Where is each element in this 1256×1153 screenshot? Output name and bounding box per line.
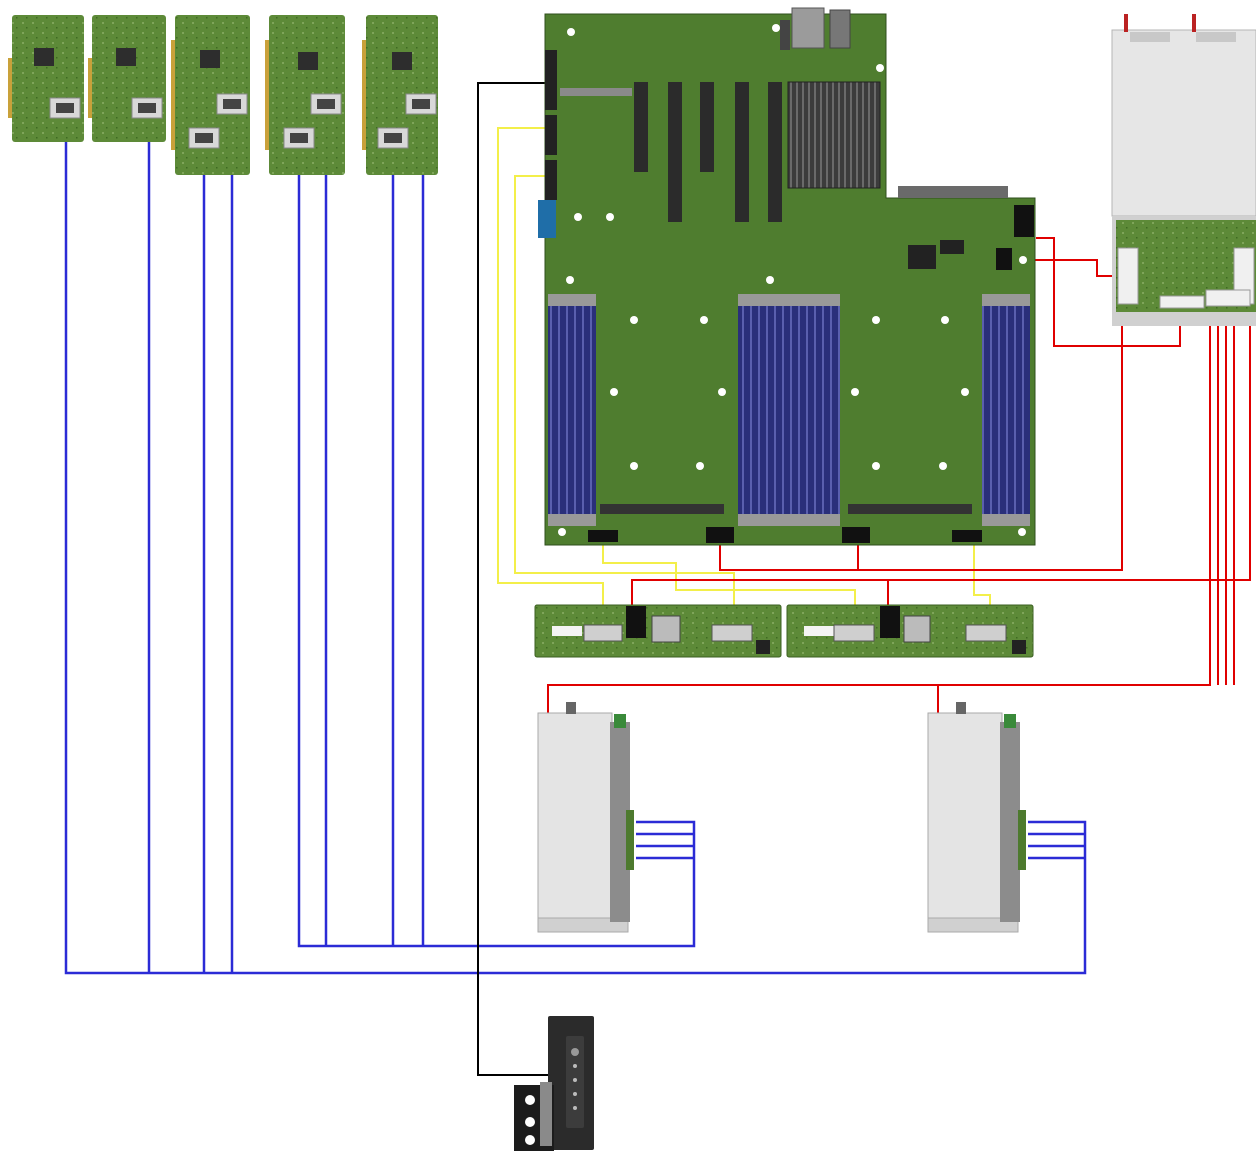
backplane-right xyxy=(787,605,1033,657)
riser-card-2 xyxy=(88,15,166,142)
drive-cage-right xyxy=(928,702,1026,932)
riser-card-3 xyxy=(171,15,250,175)
riser-card-1 xyxy=(8,15,84,142)
drive-cage-left xyxy=(538,702,634,932)
riser-card-4 xyxy=(265,15,345,175)
psu-module xyxy=(1112,14,1256,326)
riser-card-5 xyxy=(362,15,438,175)
front-panel xyxy=(514,1016,594,1151)
motherboard xyxy=(538,8,1035,545)
backplane-left xyxy=(535,605,781,657)
